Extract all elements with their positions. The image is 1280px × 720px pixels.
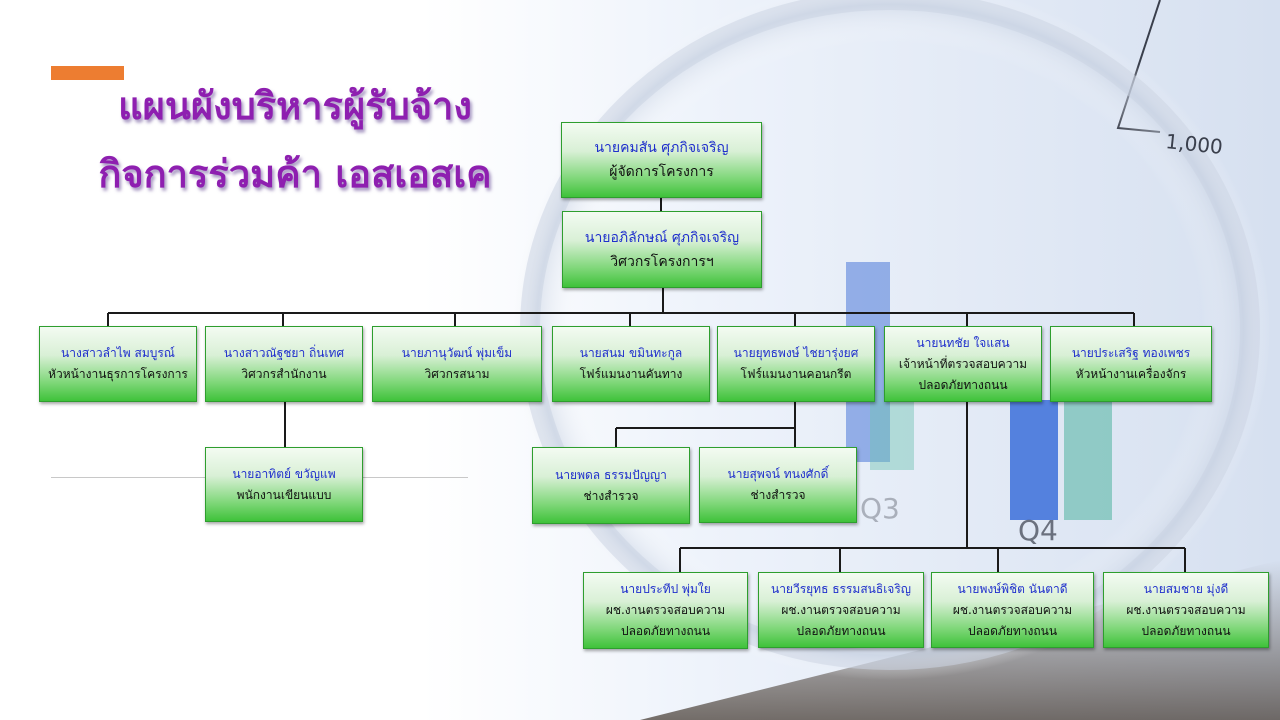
quarter-label-q4: Q4 <box>1018 514 1058 547</box>
quarter-label-q3: Q3 <box>860 492 900 525</box>
node-name: นายประทีป พุ่มใย <box>620 582 711 596</box>
node-name: นายสุพจน์ ทนงศักดิ์ <box>727 467 829 481</box>
node-name: นายอาทิตย์ ขวัญแพ <box>232 466 336 481</box>
page-title-line2: กิจการร่วมค้า เอสเอสเค <box>98 152 492 196</box>
node-role: พนักงานเขียนแบบ <box>236 487 332 502</box>
node-role-line2: ปลอดภัยทางถนน <box>1141 623 1231 638</box>
node-role: โฟร์แมนงานคอนกรีต <box>740 367 852 381</box>
node-role-line1: ผช.งานตรวจสอบความ <box>1126 602 1246 617</box>
node-name: นายคมสัน ศุภกิจเจริญ <box>594 140 729 156</box>
node-name: นางสาวลำไพ สมบูรณ์ <box>61 346 175 360</box>
node-name: นายพงษ์พิชิต นันตาดี <box>957 581 1068 596</box>
node-role: หัวหน้างานธุรการโครงการ <box>48 367 188 381</box>
org-box-safety-assistant-2: นายวีรยุทธ ธรรมสนธิเจริญ ผช.งานตรวจสอบคว… <box>758 572 924 648</box>
node-role: หัวหน้างานเครื่องจักร <box>1075 367 1187 381</box>
org-box-safety-assistant-4: นายสมชาย มุ่งดี ผช.งานตรวจสอบความ ปลอดภั… <box>1103 572 1269 648</box>
node-name: นายวีรยุทธ ธรรมสนธิเจริญ <box>770 581 911 596</box>
node-role: วิศวกรโครงการฯ <box>610 253 714 270</box>
org-box-admin-head: นางสาวลำไพ สมบูรณ์ หัวหน้างานธุรการโครงก… <box>39 326 197 402</box>
node-role: วิศวกรสนาม <box>424 367 490 381</box>
node-role-line1: ผช.งานตรวจสอบความ <box>605 603 726 617</box>
org-box-concrete-foreman: นายยุทธพงษ์ ไชยารุ่งยศ โฟร์แมนงานคอนกรีต <box>717 326 875 402</box>
node-name: นายสนม ขมินทะกูล <box>579 346 683 360</box>
node-name: นายนทชัย ใจแสน <box>916 335 1010 350</box>
org-box-project-engineer: นายอภิลักษณ์ ศุภกิจเจริญ วิศวกรโครงการฯ <box>562 211 762 288</box>
node-role: ช่างสำรวจ <box>750 488 806 502</box>
node-name: นายยุทธพงษ์ ไชยารุ่งยศ <box>733 346 859 360</box>
node-name: นางสาวณัฐชยา ถิ่นเทศ <box>223 346 345 360</box>
org-box-draftsman: นายอาทิตย์ ขวัญแพ พนักงานเขียนแบบ <box>205 447 363 522</box>
node-role: โฟร์แมนงานคันทาง <box>579 367 683 381</box>
node-role-line1: เจ้าหน้าที่ตรวจสอบความ <box>898 356 1028 371</box>
node-name: นายสมชาย มุ่งดี <box>1143 581 1229 596</box>
org-box-project-manager: นายคมสัน ศุภกิจเจริญ ผู้จัดการโครงการ <box>561 122 762 198</box>
page-title-line1: แผนผังบริหารผู้รับจ้าง <box>118 84 472 128</box>
node-name: นายภานุวัฒน์ พุ่มเข็ม <box>401 346 513 360</box>
axis-label: 1,000 <box>1164 129 1223 159</box>
node-role-line2: ปลอดภัยทางถนน <box>918 377 1008 392</box>
node-role: ผู้จัดการโครงการ <box>609 164 714 180</box>
node-role-line2: ปลอดภัยทางถนน <box>796 623 886 638</box>
node-role: ช่างสำรวจ <box>583 488 639 503</box>
org-box-roadwork-foreman: นายสนม ขมินทะกูล โฟร์แมนงานคันทาง <box>552 326 710 402</box>
node-role: วิศวกรสำนักงาน <box>241 367 327 381</box>
title-accent-bar <box>51 66 124 80</box>
node-name: นายอภิลักษณ์ ศุภกิจเจริญ <box>584 229 740 246</box>
node-name: นายพดล ธรรมปัญญา <box>555 467 667 482</box>
org-box-field-engineer: นายภานุวัฒน์ พุ่มเข็ม วิศวกรสนาม <box>372 326 542 402</box>
node-role-line2: ปลอดภัยทางถนน <box>620 624 711 638</box>
org-box-safety-assistant-3: นายพงษ์พิชิต นันตาดี ผช.งานตรวจสอบความ ป… <box>931 572 1094 648</box>
node-role-line2: ปลอดภัยทางถนน <box>967 623 1058 638</box>
org-box-surveyor-2: นายสุพจน์ ทนงศักดิ์ ช่างสำรวจ <box>699 447 857 523</box>
node-role-line1: ผช.งานตรวจสอบความ <box>781 602 901 617</box>
org-box-surveyor-1: นายพดล ธรรมปัญญา ช่างสำรวจ <box>532 447 690 524</box>
org-box-road-safety-officer: นายนทชัย ใจแสน เจ้าหน้าที่ตรวจสอบความ ปล… <box>884 326 1042 402</box>
org-box-safety-assistant-1: นายประทีป พุ่มใย ผช.งานตรวจสอบความ ปลอดภ… <box>583 572 748 649</box>
org-box-machinery-head: นายประเสริฐ ทองเพชร หัวหน้างานเครื่องจัก… <box>1050 326 1212 402</box>
org-box-office-engineer: นางสาวณัฐชยา ถิ่นเทศ วิศวกรสำนักงาน <box>205 326 363 402</box>
node-name: นายประเสริฐ ทองเพชร <box>1071 346 1191 360</box>
node-role-line1: ผช.งานตรวจสอบความ <box>952 602 1073 617</box>
